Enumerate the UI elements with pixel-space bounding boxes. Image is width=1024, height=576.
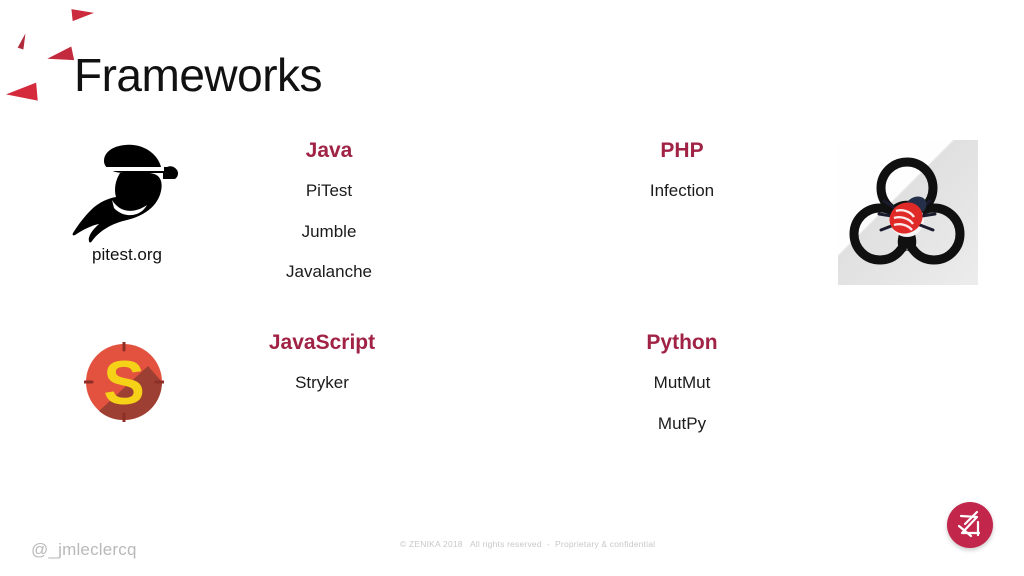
zenika-mark-icon	[957, 510, 981, 538]
framework-column-python: Python MutMut MutPy	[575, 330, 789, 434]
framework-column-php: PHP Infection	[575, 138, 789, 202]
decor-shard-1	[71, 6, 95, 22]
zenika-logo	[947, 502, 993, 548]
svg-text:S: S	[103, 349, 144, 418]
copyright-notice: © ZENIKA 2018 All rights reserved - Prop…	[400, 539, 656, 549]
pitest-caption: pitest.org	[92, 245, 162, 264]
decor-shard-2	[17, 32, 29, 50]
lang-heading-javascript: JavaScript	[268, 331, 376, 354]
stryker-logo: S	[82, 340, 166, 424]
lang-heading-python: Python	[646, 331, 718, 354]
stryker-target-icon: S	[82, 340, 166, 424]
tool-item: PiTest	[305, 181, 353, 201]
tool-item: Infection	[649, 181, 715, 201]
framework-grid: Java PiTest Jumble Javalanche PHP Infect…	[0, 128, 1024, 468]
lang-heading-java: Java	[305, 139, 353, 162]
biohazard-icon	[849, 157, 965, 265]
tool-item: Javalanche	[285, 261, 372, 281]
tool-item: MutPy	[657, 413, 707, 433]
framework-column-javascript: JavaScript Stryker	[215, 330, 429, 394]
twitter-handle: @_jmleclercq	[31, 540, 137, 559]
tool-item: MutMut	[653, 373, 711, 393]
infection-logo	[838, 140, 978, 285]
pitest-logo: pitest.org	[62, 140, 192, 263]
tool-item: Stryker	[295, 373, 349, 393]
decor-shard-4	[5, 82, 38, 104]
bird-icon	[72, 144, 179, 243]
decor-shard-3	[45, 46, 75, 66]
lang-heading-php: PHP	[660, 139, 704, 162]
framework-column-java: Java PiTest Jumble Javalanche	[222, 138, 436, 282]
tool-item: Jumble	[301, 221, 357, 241]
page-title: Frameworks	[74, 49, 323, 101]
